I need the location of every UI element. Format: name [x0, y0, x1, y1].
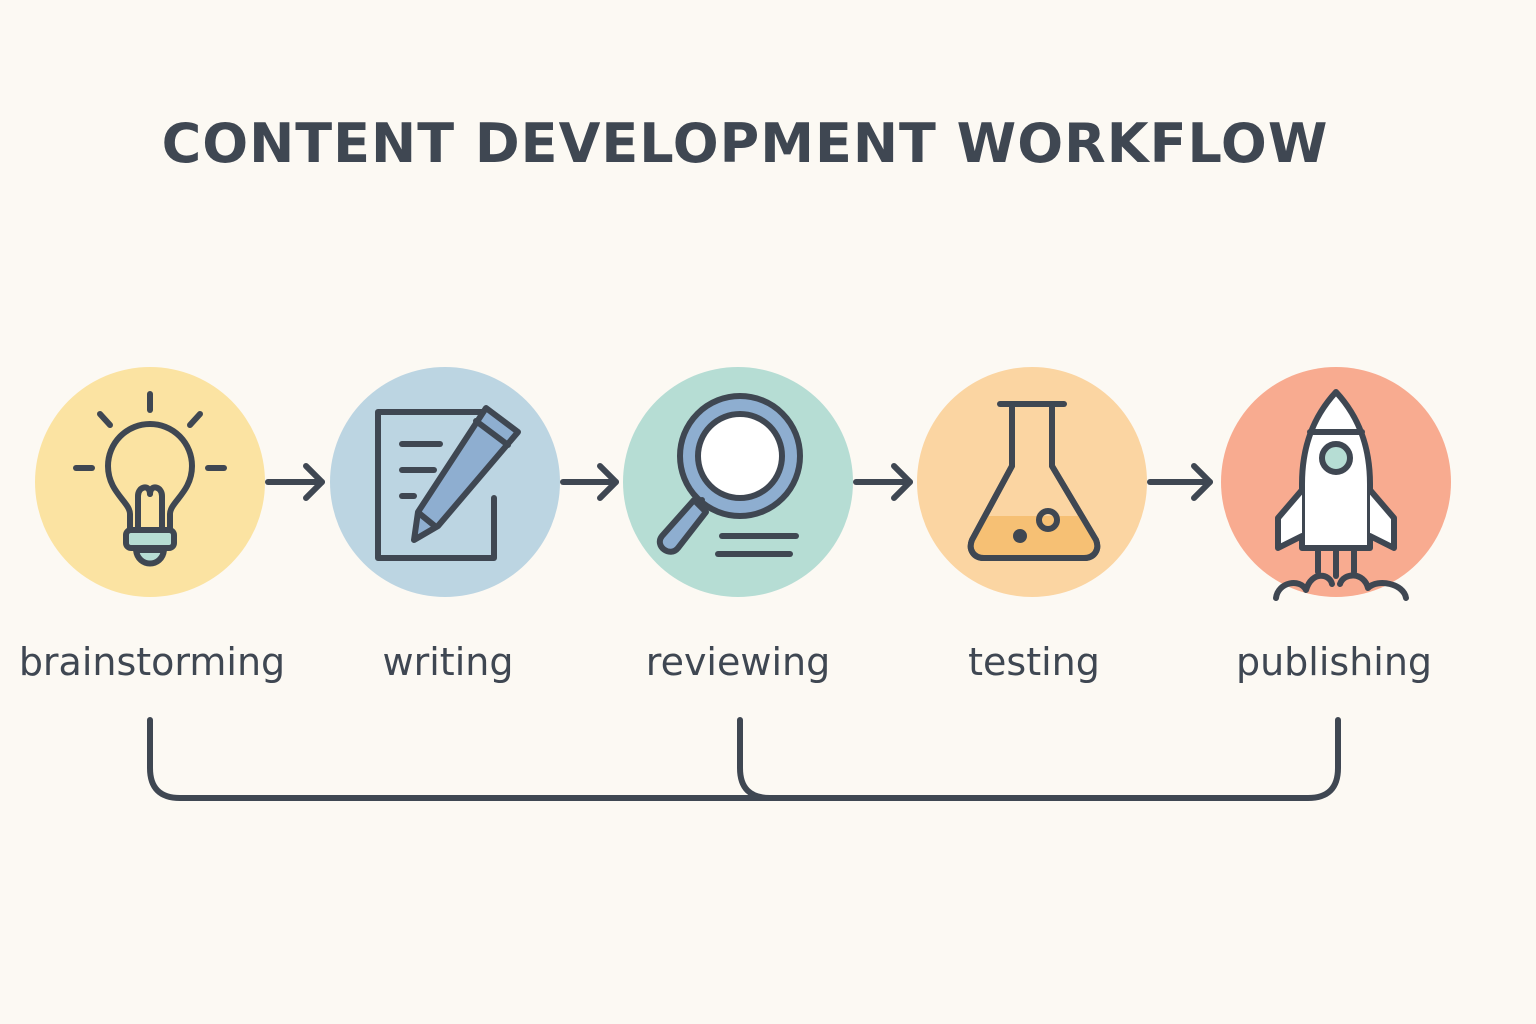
bracket-connector-mid [737, 717, 773, 801]
diagram-title: CONTENT DEVELOPMENT WORKFLOW [161, 112, 1329, 175]
rocket-icon [1273, 389, 1409, 601]
magnifying-glass-icon [657, 393, 803, 557]
flask-icon [967, 401, 1101, 561]
arrow-icon [1147, 463, 1213, 501]
arrow-icon [265, 463, 325, 501]
arrow-icon [853, 463, 913, 501]
step-label-reviewing: reviewing [645, 640, 831, 684]
lightbulb-icon [73, 391, 227, 567]
document-pencil-icon [375, 405, 521, 561]
step-label-writing: writing [382, 640, 514, 684]
step-label-publishing: publishing [1235, 640, 1433, 684]
arrow-icon [560, 463, 619, 501]
step-label-testing: testing [968, 640, 1100, 684]
step-label-brainstorming: brainstorming [18, 640, 286, 684]
bracket-connector [147, 717, 1341, 801]
